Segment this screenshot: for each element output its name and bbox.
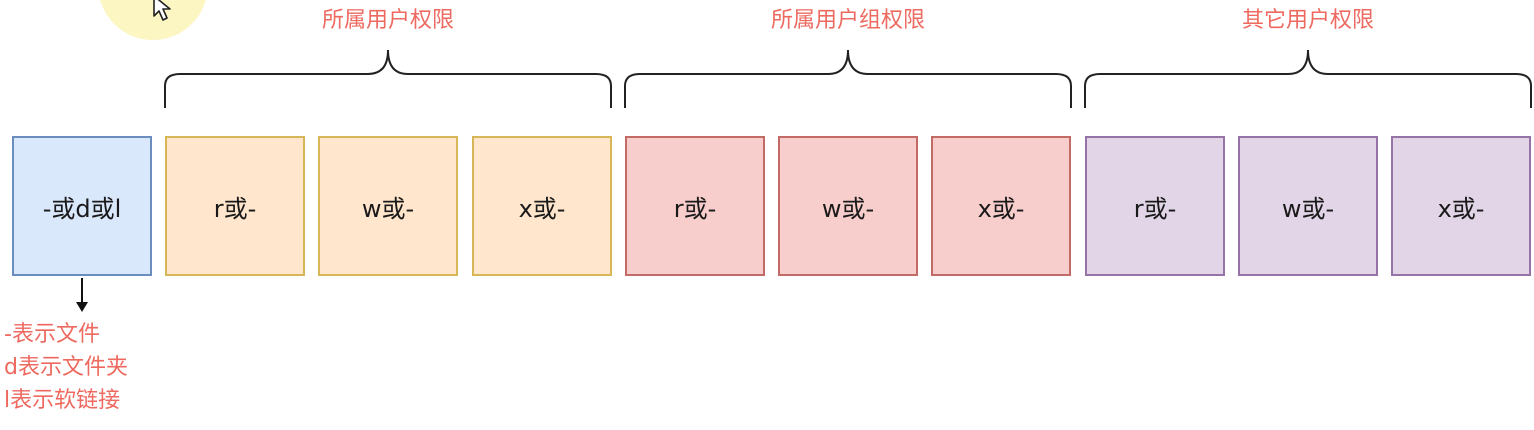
group-title-owner: 所属用户权限 (321, 8, 454, 33)
owner-read-cell: r或- (165, 136, 305, 276)
other-execute-cell: x或- (1391, 136, 1531, 276)
down-arrow-icon (76, 278, 88, 312)
note-directory: d表示文件夹 (4, 355, 128, 380)
note-file: -表示文件 (4, 322, 100, 347)
group-execute-cell: x或- (931, 136, 1071, 276)
group-write-cell: w或- (778, 136, 918, 276)
group-title-other: 其它用户权限 (1241, 8, 1374, 33)
owner-execute-cell: x或- (472, 136, 612, 276)
brace-other (1084, 49, 1532, 108)
group-read-cell: r或- (625, 136, 765, 276)
brace-group (624, 49, 1072, 108)
mouse-pointer-icon (153, 0, 171, 21)
group-title-group: 所属用户组权限 (770, 8, 925, 33)
brace-owner (164, 49, 612, 108)
other-write-cell: w或- (1238, 136, 1378, 276)
other-read-cell: r或- (1085, 136, 1225, 276)
owner-write-cell: w或- (318, 136, 458, 276)
note-symlink: l表示软链接 (4, 388, 121, 413)
file-type-notes: -表示文件 d表示文件夹 l表示软链接 (4, 318, 128, 417)
file-type-cell: -或d或l (12, 136, 152, 276)
